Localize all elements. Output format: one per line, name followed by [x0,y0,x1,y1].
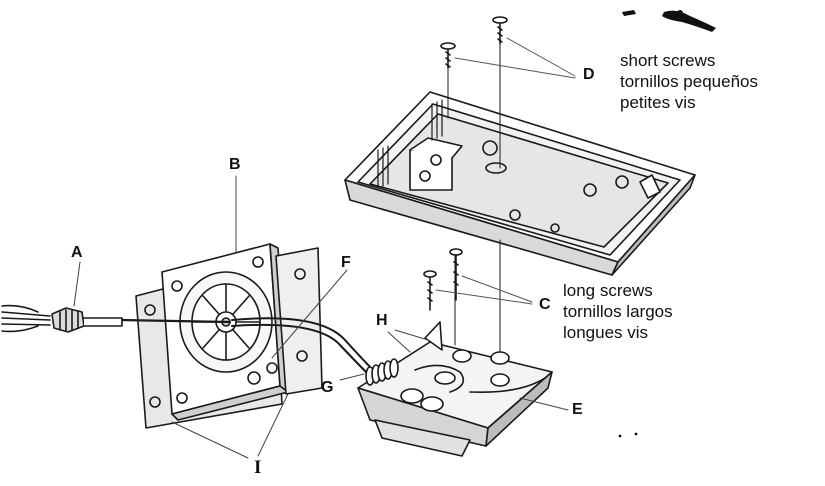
caption-short-screws: short screws tornillos pequeños petites … [620,50,758,113]
caption-short-screws-en: short screws [620,51,716,70]
leader-c [435,275,533,305]
label-i: I [254,457,262,478]
lid-pins-right [431,99,443,141]
fan-plate [135,243,323,429]
leader-d [454,37,576,79]
long-screw-left [423,270,437,311]
label-a: A [71,244,83,261]
short-screw-right [492,16,508,45]
short-screw-left [440,42,456,69]
label-g: G [321,379,334,396]
caption-long-screws-en: long screws [563,281,653,300]
lid-pins-left [377,145,389,189]
caption-long-screws-es: tornillos largos [563,302,673,321]
label-b: B [229,156,241,173]
leader-lines [73,175,569,459]
caption-long-screws: long screws tornillos largos longues vis [563,280,673,343]
caption-short-screws-es: tornillos pequeños [620,72,758,91]
heating-wire [231,317,376,377]
screw-guide-lines [447,43,501,361]
label-e: E [572,401,583,418]
label-d: D [583,66,595,83]
spring [365,358,399,386]
base-housing [357,321,553,457]
cable-and-grip [1,304,232,333]
caption-short-screws-fr: petites vis [620,93,696,112]
top-cover [344,91,696,276]
label-h: H [376,312,388,329]
label-f: F [341,254,351,271]
caption-long-screws-fr: longues vis [563,323,649,342]
label-c: C [539,296,551,313]
scan-specks [618,10,716,438]
